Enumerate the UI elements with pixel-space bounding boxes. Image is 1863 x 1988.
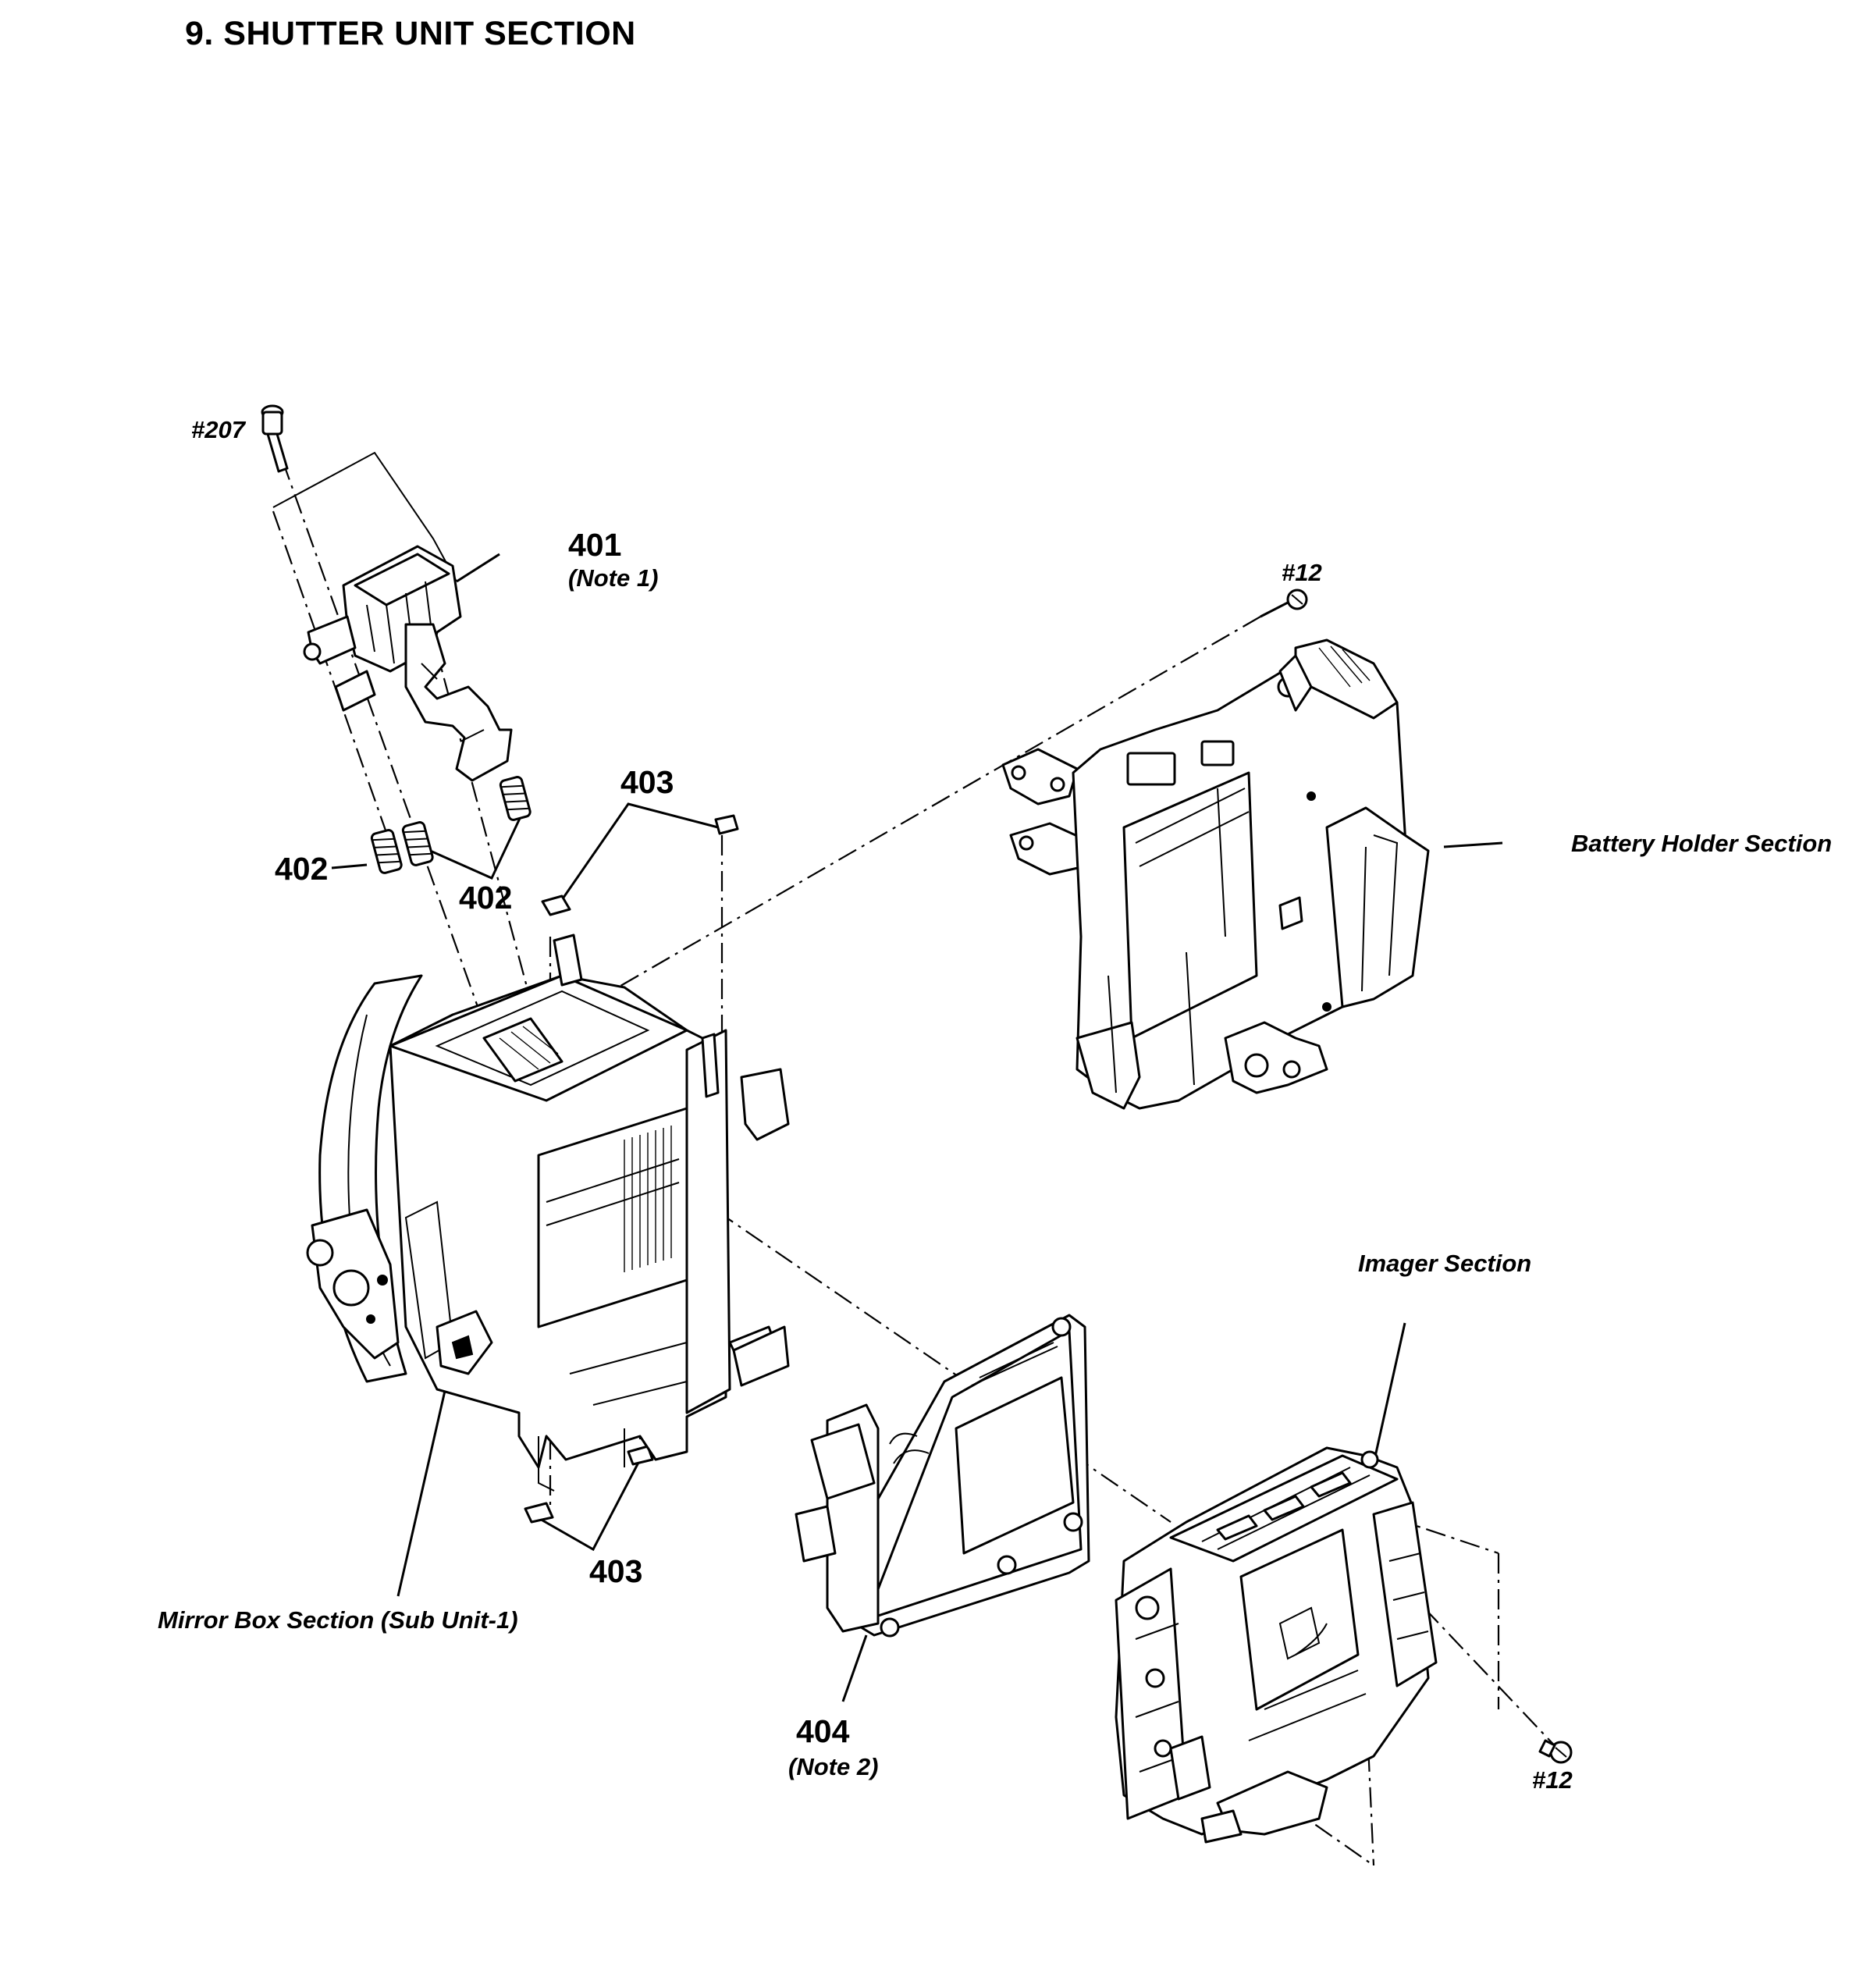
part-403-bottom-label: 403 <box>589 1553 643 1589</box>
spring-middle <box>401 821 434 866</box>
part-404-drawing <box>795 1314 1090 1638</box>
mirror-box-section-label: Mirror Box Section (Sub Unit-1) <box>158 1606 518 1634</box>
part-401-drawing <box>303 545 513 782</box>
screw-12-bottom-drawing <box>1538 1739 1573 1764</box>
imager-section-label: Imager Section <box>1358 1250 1532 1277</box>
imager-section-drawing <box>1115 1446 1438 1844</box>
screw-207-label: #207 <box>191 416 245 443</box>
screw-12-bottom-label: #12 <box>1532 1766 1573 1794</box>
spring-left <box>370 829 403 874</box>
page-title: 9. SHUTTER UNIT SECTION <box>185 15 636 52</box>
part-401-label: 401 <box>568 527 622 563</box>
leader-lines <box>272 451 1503 1702</box>
springs-402-drawing <box>370 776 532 874</box>
screw-12-top-drawing <box>1260 589 1308 618</box>
part-403-top-label: 403 <box>620 764 674 800</box>
screw-12-top-label: #12 <box>1282 559 1322 586</box>
spring-right <box>499 776 532 821</box>
part-402-left-label: 402 <box>275 851 329 887</box>
pads-403-drawing <box>524 814 739 1524</box>
note-2-label: (Note 2) <box>788 1753 879 1780</box>
part-402-right-label: 402 <box>459 880 513 916</box>
note-1-label: (Note 1) <box>568 564 659 592</box>
mirror-box-drawing <box>306 934 790 1492</box>
battery-holder-section-label: Battery Holder Section <box>1571 830 1833 857</box>
part-404-label: 404 <box>796 1713 850 1749</box>
battery-holder-drawing <box>1001 638 1430 1110</box>
screw-207-drawing <box>261 404 289 473</box>
